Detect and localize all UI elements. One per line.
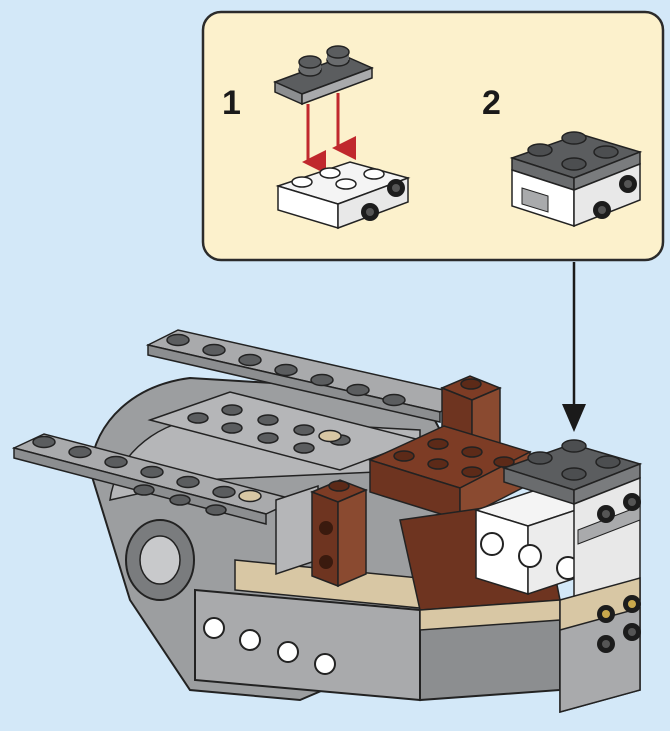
step2-assembly [509,131,643,228]
callout-frame [201,10,665,262]
step1-white-brick [275,161,411,230]
main-model [11,329,643,713]
lower-right-block [559,577,641,713]
step1-dark-plate [273,45,374,106]
step-number-1: 1 [222,84,241,122]
brown-front-brick [310,479,368,588]
upper-plate-studs [166,333,406,407]
step-number-2: 2 [482,84,501,122]
step1-red-arrows [302,93,356,174]
front-plate-studs [32,435,236,516]
callout-box: 1 2 [201,10,665,262]
model-base-front [194,588,421,702]
placement-arrow [562,262,586,432]
model-base-holes [203,617,336,675]
tan-stud [238,489,262,503]
